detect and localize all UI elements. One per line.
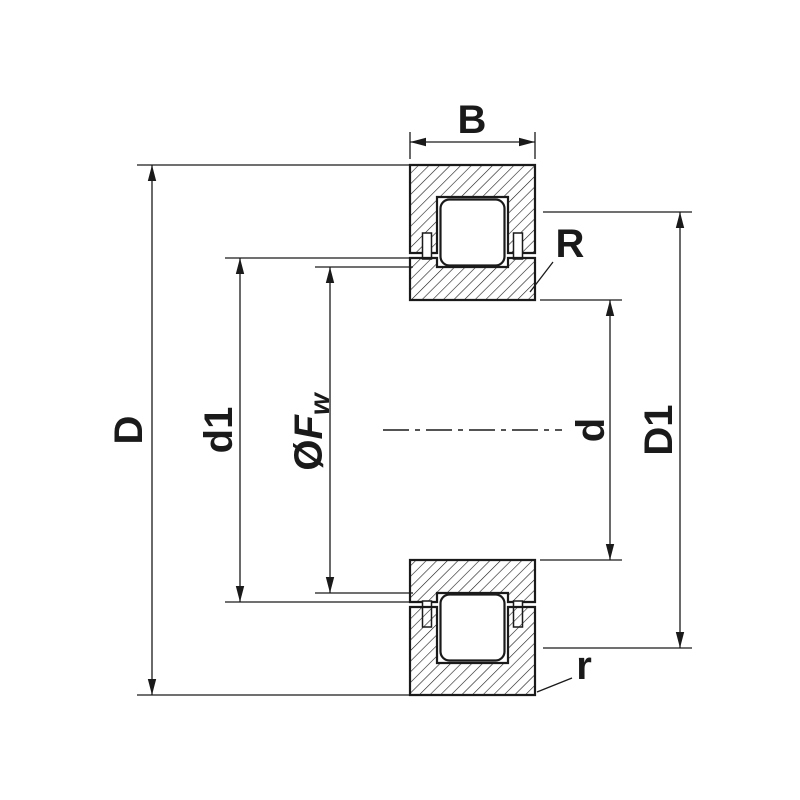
dimension-D1: D1 <box>543 211 692 649</box>
arrowhead-right <box>519 137 535 147</box>
leader-line <box>529 261 554 293</box>
label-d1: d1 <box>197 407 241 454</box>
dimension-Fw: ØFw <box>287 266 413 594</box>
inner-ring-top-hatched <box>408 256 537 302</box>
dimension-B: B <box>409 98 536 159</box>
roller-bottom-body <box>439 593 506 662</box>
roller-bottom <box>439 593 506 662</box>
inner-ring-bottom-hatched <box>408 558 537 604</box>
arrowhead-bottom <box>235 586 245 602</box>
outer-ring-top-section <box>408 163 537 255</box>
roller-top-body <box>439 198 506 267</box>
annotation-R: R <box>529 222 585 293</box>
dimension-D: D <box>107 164 409 696</box>
bearing-section <box>383 163 562 697</box>
arrowhead-bottom <box>605 544 615 560</box>
dimension-d1: d1 <box>197 257 416 603</box>
outer-ring-top-hatched <box>408 163 537 255</box>
arrowhead-top <box>235 258 245 274</box>
arrowhead-bottom <box>147 679 157 695</box>
arrowhead-left <box>410 137 426 147</box>
dimension-d: d <box>540 299 622 561</box>
outer-ring-bottom-hatched <box>408 605 537 697</box>
label-D: D <box>107 416 151 445</box>
annotation-r: r <box>536 644 592 693</box>
arrowhead-bottom <box>325 577 335 593</box>
arrowhead-top <box>147 165 157 181</box>
arrowhead-top <box>325 267 335 283</box>
cage-bar-top-left <box>421 232 433 260</box>
label-Fw-subscript: w <box>304 391 335 415</box>
label-r: r <box>576 644 592 688</box>
outer-ring-bottom-section <box>408 605 537 697</box>
inner-ring-top-section <box>408 256 537 302</box>
cage-bar-top-right <box>512 232 524 260</box>
inner-ring-bottom-section <box>408 558 537 604</box>
leader-line <box>536 677 573 693</box>
arrowhead-bottom <box>675 632 685 648</box>
label-B: B <box>458 98 487 142</box>
label-R: R <box>556 222 585 266</box>
label-Fw: ØFw <box>287 391 335 471</box>
label-Fw-diameter-symbol: Ø <box>287 440 331 471</box>
arrowhead-top <box>675 212 685 228</box>
label-D1: D1 <box>637 404 681 455</box>
label-d: d <box>569 418 613 442</box>
label-Fw-symbol: F <box>287 414 331 440</box>
arrowhead-top <box>605 300 615 316</box>
roller-top <box>439 198 506 267</box>
